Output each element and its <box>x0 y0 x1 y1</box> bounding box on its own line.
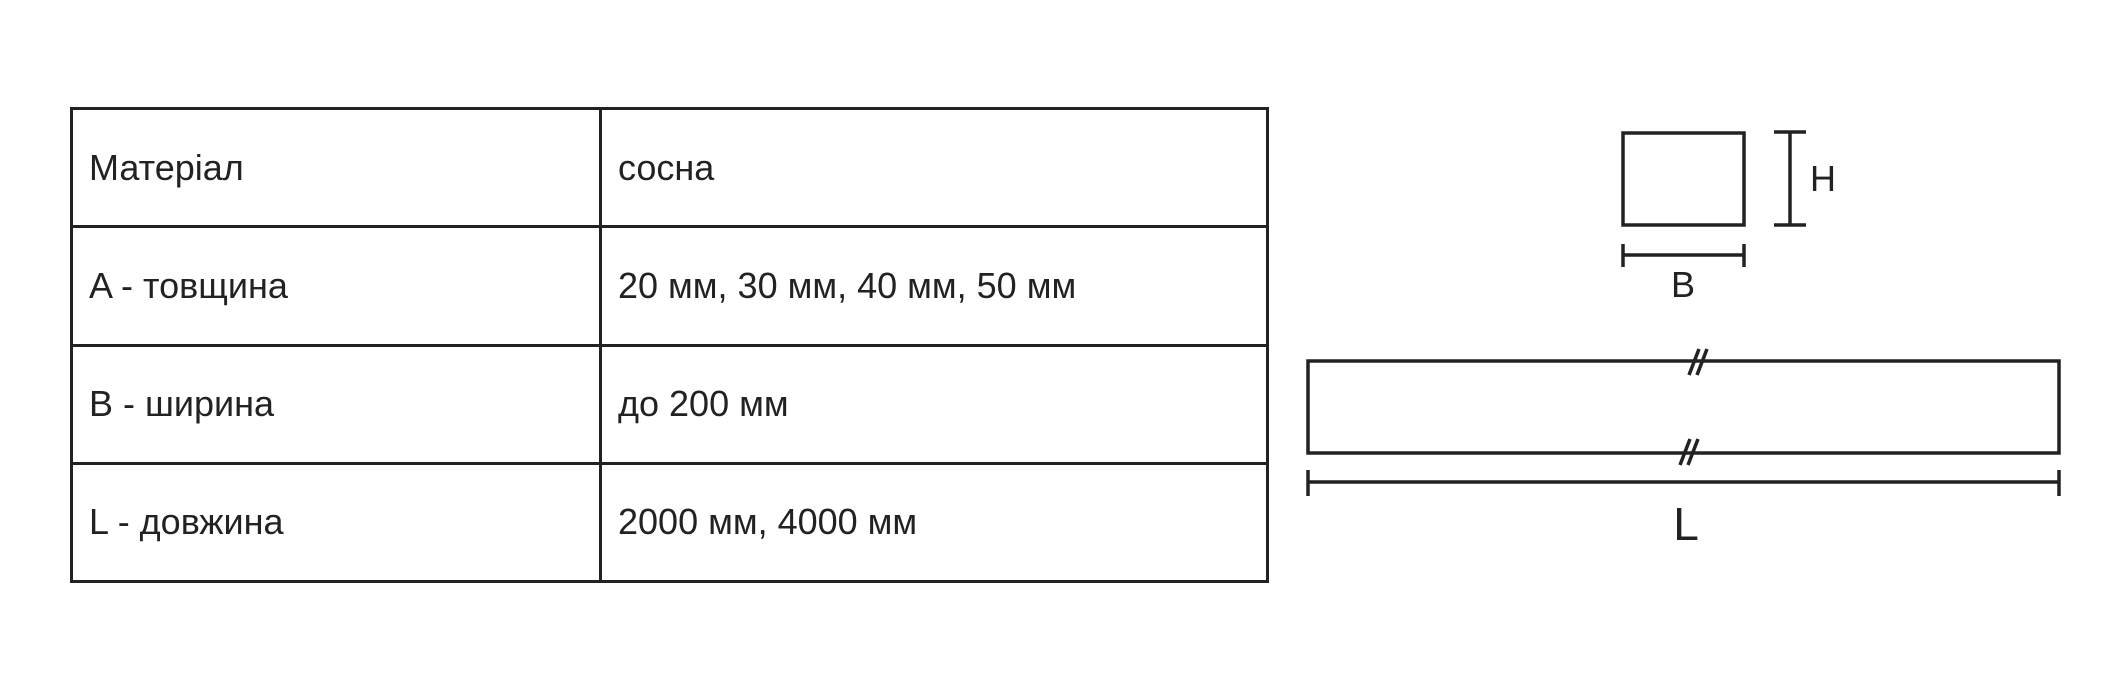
row-value-thickness: 20 мм, 30 мм, 40 мм, 50 мм <box>599 225 1269 347</box>
width-label: B <box>1671 264 1695 305</box>
row-label-thickness: A - товщина <box>70 225 602 347</box>
top-break-mark-icon <box>1687 348 1709 376</box>
height-label: H <box>1810 158 1836 199</box>
length-dimension-line <box>1306 470 2061 496</box>
height-dimension-line <box>1774 130 1806 227</box>
board-side-rect <box>1306 359 2061 455</box>
row-label-width: B - ширина <box>70 343 602 465</box>
row-label-material: Матеріал <box>70 106 602 229</box>
row-label-length: L - довжина <box>70 461 602 584</box>
length-label: L <box>1673 498 1699 550</box>
row-value-width: до 200 мм <box>599 343 1269 465</box>
table-row-width: B - ширина до 200 мм <box>70 343 1269 465</box>
table-row-material: Матеріал сосна <box>70 106 1269 229</box>
board-dimension-drawing: H B L <box>1306 130 2061 550</box>
spec-table: Матеріал сосна A - товщина 20 мм, 30 мм,… <box>70 106 1269 584</box>
cross-section-rect <box>1621 131 1746 227</box>
width-dimension-line <box>1621 244 1746 267</box>
bottom-break-mark-icon <box>1678 438 1700 466</box>
row-value-material: сосна <box>599 106 1269 229</box>
table-row-length: L - довжина 2000 мм, 4000 мм <box>70 461 1269 584</box>
table-row-thickness: A - товщина 20 мм, 30 мм, 40 мм, 50 мм <box>70 225 1269 347</box>
row-value-length: 2000 мм, 4000 мм <box>599 461 1269 584</box>
